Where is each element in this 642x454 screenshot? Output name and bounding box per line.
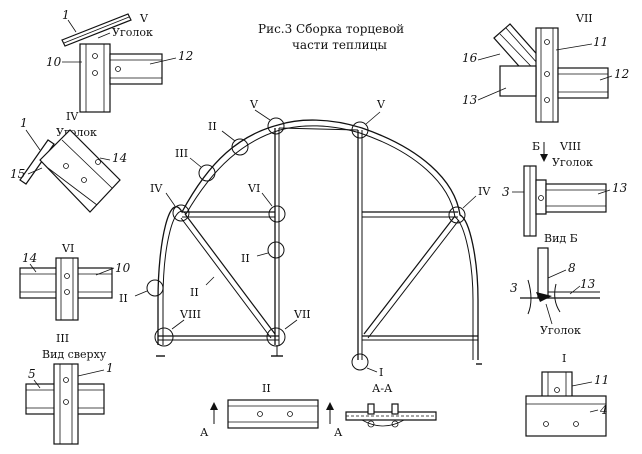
label-vi: VI <box>247 182 260 195</box>
detail-v-corner-label: Уголок <box>112 26 153 39</box>
figure-title-line1: Рис.3 Сборка торцевой <box>258 22 404 36</box>
section-a-a-title: А-А <box>372 382 393 395</box>
label-iv-left: IV <box>150 182 163 195</box>
main-frame <box>156 119 482 365</box>
label-iii: III <box>175 147 188 160</box>
detail-ii-title: II <box>262 382 271 395</box>
part-1-label-iii: 1 <box>106 361 114 375</box>
section-arrow-a-left: А <box>200 426 209 439</box>
part-1-label: 1 <box>62 8 70 22</box>
part-3-label-b: 3 <box>510 281 518 295</box>
label-ii-mid: II <box>241 252 250 265</box>
label-ii-left: II <box>119 292 128 305</box>
detail-ii: II А А <box>200 382 343 439</box>
label-i: I <box>379 366 383 379</box>
detail-v: V 1 Уголок 10 12 <box>46 8 193 113</box>
section-a-a: А-А <box>345 382 437 428</box>
label-iv-right: IV <box>478 185 491 198</box>
part-10-label-vi: 10 <box>115 261 131 275</box>
part-10-label-v: 10 <box>46 55 62 69</box>
view-b-corner-label: Уголок <box>540 324 581 337</box>
part-3-label-viii: 3 <box>502 185 510 199</box>
label-vii: VII <box>293 308 311 321</box>
detail-vii-title: VII <box>575 12 593 25</box>
top-view-label: Вид сверху <box>42 348 107 361</box>
part-13-label-b: 13 <box>580 277 596 291</box>
label-v-top-left: V <box>249 98 259 111</box>
detail-i-title: I <box>562 352 566 365</box>
detail-viii-corner-label: Уголок <box>552 156 593 169</box>
label-viii: VIII <box>179 308 201 321</box>
detail-vi-title: VI <box>61 242 74 255</box>
detail-iii-title: III <box>56 332 69 345</box>
detail-iii: III Вид сверху 5 1 <box>25 332 114 445</box>
label-ii-top: II <box>208 120 217 133</box>
part-15-label: 15 <box>10 167 25 181</box>
part-5-label: 5 <box>28 367 36 381</box>
detail-vii: VII 11 16 12 13 <box>462 12 629 123</box>
detail-iv: 1 IV Уголок 14 15 <box>10 110 127 213</box>
detail-vi: VI 14 10 <box>19 242 131 321</box>
detail-callout-circles <box>146 117 466 371</box>
view-b-title: Вид Б <box>544 232 578 245</box>
part-1-label-iv: 1 <box>20 116 28 130</box>
view-b: Вид Б 3 8 13 Уголок <box>510 232 600 337</box>
part-12-label-vii: 12 <box>614 67 629 81</box>
main-frame-labels: V V II III IV VI IV II II II VIII VII I <box>119 98 491 379</box>
arrow-b-label: Б <box>532 140 540 153</box>
part-13-label-vii: 13 <box>462 93 478 107</box>
label-v-top-right: V <box>376 98 386 111</box>
part-14-label-iv: 14 <box>112 151 127 165</box>
detail-i: I 11 4 <box>525 352 609 437</box>
part-13-label-viii: 13 <box>612 181 628 195</box>
part-12-label: 12 <box>178 49 193 63</box>
part-4-label: 4 <box>599 403 608 417</box>
section-arrow-a-right: А <box>334 426 343 439</box>
part-8-label: 8 <box>568 261 576 275</box>
part-11-label-i: 11 <box>594 373 609 387</box>
label-ii-diag: II <box>190 286 199 299</box>
part-16-label: 16 <box>462 51 478 65</box>
detail-viii-title: VIII <box>559 140 581 153</box>
part-11-label-vii: 11 <box>593 35 608 49</box>
part-14-label-vi: 14 <box>22 251 37 265</box>
detail-viii: Б VIII Уголок 3 13 <box>502 140 628 237</box>
figure-title-line2: части теплицы <box>292 38 387 52</box>
detail-iv-title: IV <box>66 110 79 123</box>
detail-v-title: V <box>139 12 149 25</box>
